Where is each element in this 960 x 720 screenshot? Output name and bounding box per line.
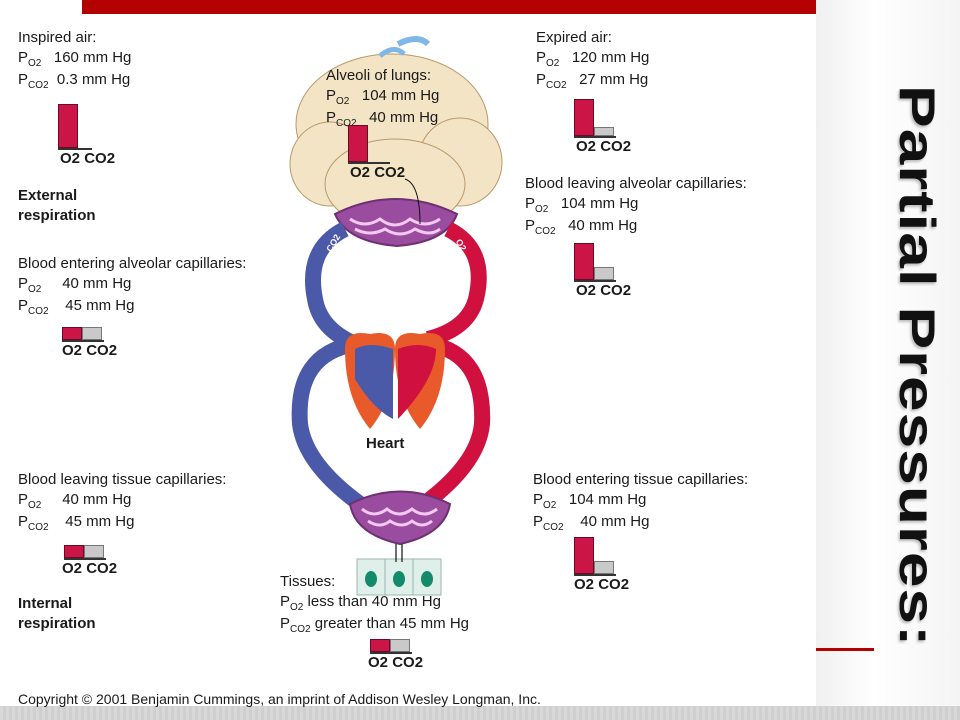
blood-leaving-tissue-bar-chart: O2 CO2 xyxy=(62,532,134,580)
blood-entering-tissue-bar-chart: O2 CO2 xyxy=(574,536,644,602)
leaving-alveolar-po2: 104 mm Hg xyxy=(560,195,639,212)
blood-leaving-tissue-block: Blood leaving tissue capillaries: PO2 40… xyxy=(18,471,227,533)
tissues-heading: Tissues: xyxy=(280,573,336,590)
slide-title: Partial Pressures: xyxy=(888,85,946,648)
expired-po2: 120 mm Hg xyxy=(571,49,650,66)
copyright-notice: Copyright © 2001 Benjamin Cummings, an i… xyxy=(18,691,541,707)
co2-bar xyxy=(594,560,614,574)
circulation-illustration xyxy=(289,36,503,596)
co2-bar xyxy=(84,544,104,558)
bar-baseline xyxy=(370,652,412,654)
co2-bar xyxy=(594,266,614,280)
vein-left-upper xyxy=(305,221,359,352)
axis-labels: O2 CO2 xyxy=(574,576,630,593)
inspired-po2: 160 mm Hg xyxy=(53,49,132,66)
blood-leaving-alveolar-heading: Blood leaving alveolar capillaries: xyxy=(525,175,747,192)
blood-entering-tissue-heading: Blood entering tissue capillaries: xyxy=(533,471,749,488)
o2-bar xyxy=(58,104,78,148)
expired-air-block: Expired air: PO2 120 mm Hg PCO2 27 mm Hg xyxy=(536,29,650,91)
bar-baseline xyxy=(574,136,616,138)
o2-bar xyxy=(370,638,390,652)
expired-air-heading: Expired air: xyxy=(536,29,612,46)
o2-bar xyxy=(64,544,84,558)
artery-right-upper xyxy=(425,221,487,347)
pco2-row: PCO2 0.3 mm Hg xyxy=(18,71,131,91)
inspired-bar-chart: O2 CO2 xyxy=(58,100,128,167)
o2-bar xyxy=(62,326,82,340)
leaving-tissue-pco2: 45 mm Hg xyxy=(65,513,135,530)
alveoli-block: Alveoli of lungs: PO2 104 mm Hg PCO2 40 … xyxy=(326,67,440,129)
leaving-alveolar-pco2: 40 mm Hg xyxy=(568,217,638,234)
accent-rule xyxy=(816,648,874,651)
bar-baseline xyxy=(348,162,390,164)
internal-respiration-label: Internal respiration xyxy=(18,595,96,632)
tissue-cells xyxy=(356,544,442,596)
title-panel xyxy=(816,0,960,720)
axis-labels: O2 CO2 xyxy=(350,164,406,181)
axis-labels: O2 CO2 xyxy=(576,282,632,299)
expired-pco2: 27 mm Hg xyxy=(579,71,649,88)
o2-bar xyxy=(574,536,594,574)
entering-tissue-pco2: 40 mm Hg xyxy=(580,513,650,530)
axis-labels: O2 CO2 xyxy=(576,138,632,155)
heart-illustration xyxy=(345,333,445,429)
axis-labels: O2 CO2 xyxy=(62,342,118,359)
o2-bar xyxy=(574,242,594,280)
heart-label: Heart xyxy=(366,435,405,452)
vein-left-lower xyxy=(291,336,365,511)
o2-bar xyxy=(348,124,368,162)
axis-labels: O2 CO2 xyxy=(62,560,118,577)
alveoli-pco2: 40 mm Hg xyxy=(369,109,439,126)
inspired-pco2: 0.3 mm Hg xyxy=(56,71,131,88)
leaving-tissue-po2: 40 mm Hg xyxy=(62,491,132,508)
alveolar-capillaries xyxy=(333,198,459,248)
bar-baseline xyxy=(574,280,616,282)
o2-bar xyxy=(574,98,594,136)
co2-bar xyxy=(82,326,102,340)
blood-leaving-tissue-heading: Blood leaving tissue capillaries: xyxy=(18,471,227,488)
axis-labels: O2 CO2 xyxy=(60,150,116,167)
entering-alveolar-po2: 40 mm Hg xyxy=(62,275,132,292)
blood-leaving-alveolar-bar-chart: O2 CO2 xyxy=(574,242,644,306)
bottom-strip xyxy=(0,706,960,720)
po2-row: PO2 160 mm Hg xyxy=(18,49,132,69)
respiration-figure: CO2 O2 CO2 O2 Heart Inspired air: PO2 16… xyxy=(0,14,816,707)
blood-entering-tissue-block: Blood entering tissue capillaries: PO2 1… xyxy=(533,471,749,533)
alveoli-heading: Alveoli of lungs: xyxy=(326,67,432,84)
tissues-bar-chart: O2 CO2 xyxy=(368,626,440,674)
alveoli-bar-chart: O2 CO2 xyxy=(348,122,418,182)
blood-entering-alveolar-bar-chart: O2 CO2 xyxy=(62,314,132,362)
entering-alveolar-pco2: 45 mm Hg xyxy=(65,297,135,314)
expired-bar-chart: O2 CO2 xyxy=(574,98,644,158)
tissues-pco2: greater than 45 mm Hg xyxy=(314,615,469,632)
external-respiration-label: External respiration xyxy=(18,187,96,224)
bar-baseline xyxy=(58,148,92,150)
blood-entering-alveolar-block: Blood entering alveolar capillaries: PO2… xyxy=(18,255,247,317)
bar-baseline xyxy=(62,340,104,342)
blood-entering-alveolar-heading: Blood entering alveolar capillaries: xyxy=(18,255,247,272)
axis-labels: O2 CO2 xyxy=(368,654,424,671)
tissues-po2: less than 40 mm Hg xyxy=(307,593,441,610)
entering-tissue-po2: 104 mm Hg xyxy=(568,491,647,508)
artery-right-lower xyxy=(419,336,491,511)
blood-leaving-alveolar-block: Blood leaving alveolar capillaries: PO2 … xyxy=(525,175,747,237)
alveoli-po2: 104 mm Hg xyxy=(361,87,440,104)
tissue-capillaries xyxy=(348,490,452,546)
bar-baseline xyxy=(574,574,616,576)
inspired-air-block: Inspired air: PO2 160 mm Hg PCO2 0.3 mm … xyxy=(18,28,131,92)
co2-bar xyxy=(390,638,410,652)
tissues-block: Tissues: PO2 less than 40 mm Hg PCO2 gre… xyxy=(280,573,469,635)
co2-bar xyxy=(594,127,614,136)
inspired-air-heading: Inspired air: xyxy=(18,29,97,46)
bar-baseline xyxy=(64,558,106,560)
